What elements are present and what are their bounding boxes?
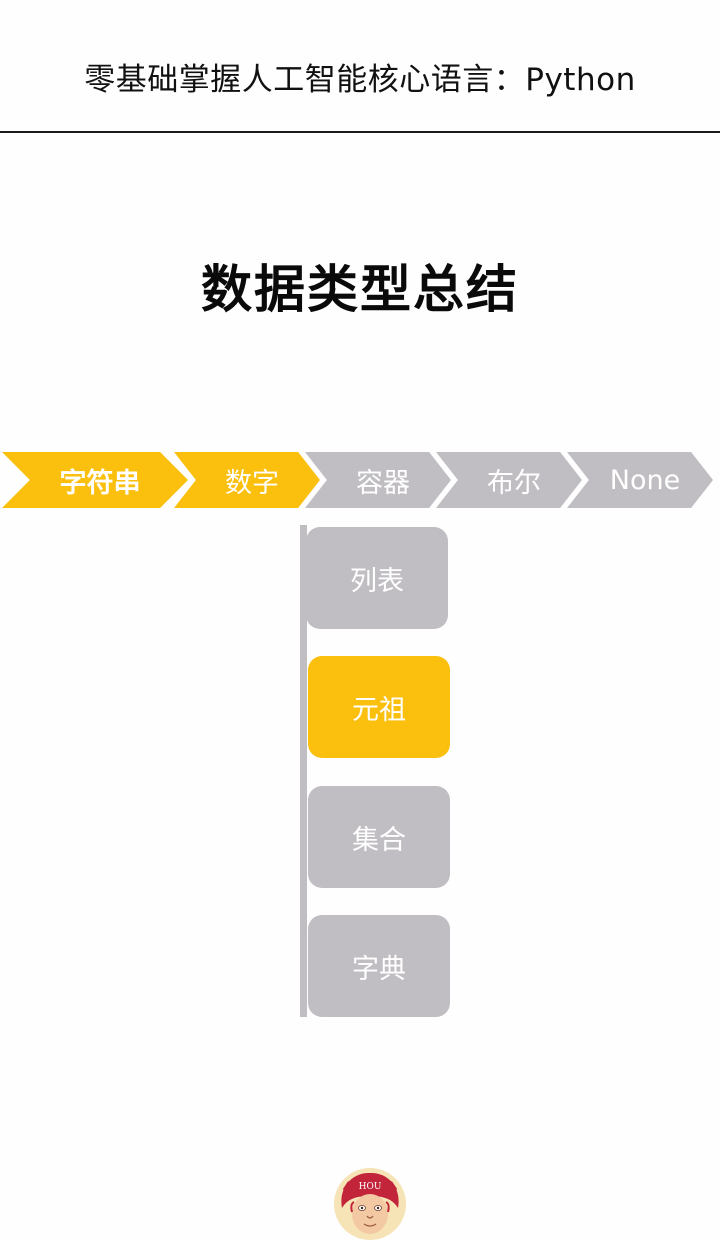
tab-none[interactable]: None bbox=[567, 452, 713, 508]
tab-string[interactable]: 字符串 bbox=[2, 452, 188, 508]
container-item-set-label: 集合 bbox=[352, 824, 406, 856]
header: 零基础掌握人工智能核心语言：Python bbox=[0, 0, 720, 133]
tab-none-label: None bbox=[609, 464, 681, 496]
svg-text:HOU: HOU bbox=[359, 1182, 382, 1192]
tab-number[interactable]: 数字 bbox=[174, 452, 320, 508]
monkey-logo-icon: HOU bbox=[334, 1168, 406, 1240]
container-item-dict-label: 字典 bbox=[352, 953, 406, 985]
container-item-set[interactable]: 集合 bbox=[308, 786, 450, 888]
tab-string-label: 字符串 bbox=[59, 467, 141, 499]
container-item-list[interactable]: 列表 bbox=[306, 527, 448, 629]
page-title: 数据类型总结 bbox=[200, 261, 519, 320]
container-item-tuple-label: 元祖 bbox=[352, 694, 406, 726]
container-item-tuple[interactable]: 元祖 bbox=[308, 656, 450, 758]
tab-container[interactable]: 容器 bbox=[305, 452, 451, 508]
tab-boolean[interactable]: 布尔 bbox=[436, 452, 582, 508]
course-title: 零基础掌握人工智能核心语言：Python bbox=[84, 62, 636, 98]
container-item-dict[interactable]: 字典 bbox=[308, 915, 450, 1017]
tab-boolean-label: 布尔 bbox=[487, 467, 541, 499]
container-item-list-label: 列表 bbox=[350, 565, 404, 597]
tab-number-label: 数字 bbox=[225, 467, 279, 499]
header-divider bbox=[0, 131, 720, 133]
container-connector-line bbox=[300, 525, 307, 1017]
data-type-tabs: 字符串 数字 容器 布尔 None bbox=[0, 452, 720, 508]
tab-container-label: 容器 bbox=[356, 467, 410, 499]
